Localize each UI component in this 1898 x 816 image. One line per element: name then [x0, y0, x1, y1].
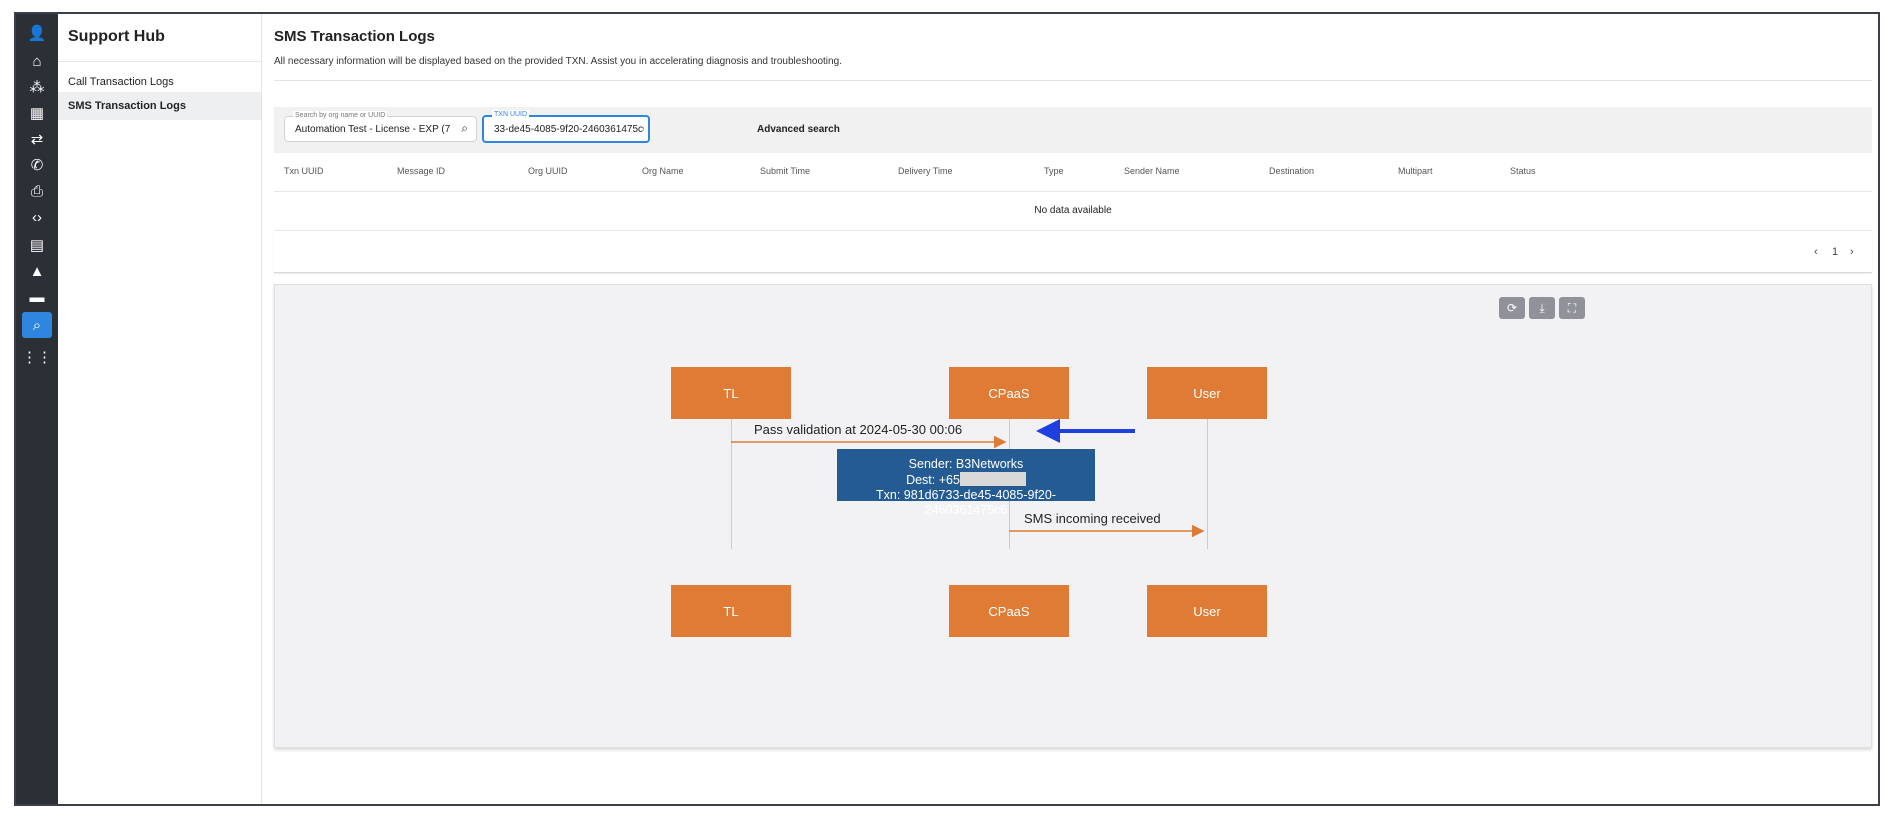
- download-icon[interactable]: ⤓: [1529, 297, 1555, 319]
- transfer-icon[interactable]: ⇄: [30, 130, 44, 148]
- empty-table-message: No data available: [274, 192, 1872, 231]
- print-icon[interactable]: ⎙: [30, 182, 43, 200]
- txn-uuid-label: TXN UUID: [492, 110, 530, 119]
- dashboard-icon[interactable]: ▦: [29, 104, 45, 122]
- sequence-diagram-panel: ⟳ ⤓ ⛶ TL CPaaS User TL CPaaS User Pass v…: [274, 284, 1872, 748]
- shapes-icon[interactable]: ▲: [29, 262, 45, 280]
- note-txn: Txn: 981d6733-de45-4085-9f20-2460361475c…: [876, 488, 1056, 517]
- note-destination: Dest: +65: [837, 472, 1095, 488]
- sidebar-divider: [58, 61, 261, 62]
- org-icon[interactable]: ⁂: [29, 78, 45, 96]
- phone-icon[interactable]: ✆: [30, 156, 44, 174]
- txn-uuid-value: 33-de45-4085-9f20-2460361475c6: [494, 124, 644, 135]
- apps-icon[interactable]: ⋮⋮: [22, 348, 52, 366]
- user-icon[interactable]: 👤: [27, 24, 47, 42]
- search-doc-icon[interactable]: ⌕: [22, 312, 52, 338]
- org-search-input[interactable]: Search by org name or UUID Automation Te…: [284, 111, 477, 142]
- column-delivery-time[interactable]: Delivery Time: [898, 166, 953, 176]
- column-submit-time[interactable]: Submit Time: [760, 166, 811, 176]
- app-window: 👤 ⌂ ⁂ ▦ ⇄ ✆ ⎙ ‹› ▤ ▲ ▬ ⌕ ⋮⋮ Support Hub …: [14, 12, 1880, 806]
- org-search-label: Search by org name or UUID: [293, 111, 388, 120]
- page-description: All necessary information will be displa…: [274, 56, 842, 67]
- icon-rail: 👤 ⌂ ⁂ ▦ ⇄ ✆ ⎙ ‹› ▤ ▲ ▬ ⌕ ⋮⋮: [16, 14, 58, 804]
- actor-user-bottom[interactable]: User: [1147, 585, 1267, 637]
- org-search-value: Automation Test - License - EXP (7eb6c: [295, 124, 450, 135]
- note-sender: Sender: B3Networks: [908, 457, 1024, 471]
- code-icon[interactable]: ‹›: [32, 208, 42, 226]
- message-label-validation: Pass validation at 2024-05-30 00:06: [754, 422, 963, 437]
- pagination-bar: [274, 232, 1872, 273]
- actor-cpaas-bottom[interactable]: CPaaS: [949, 585, 1069, 637]
- refresh-icon[interactable]: ⟳: [1499, 297, 1525, 319]
- column-multipart[interactable]: Multipart: [1398, 166, 1433, 176]
- page-number[interactable]: 1: [1832, 246, 1839, 258]
- actor-tl-bottom[interactable]: TL: [671, 585, 791, 637]
- lifeline-user: [1207, 419, 1208, 549]
- sidebar-item-sms-logs[interactable]: SMS Transaction Logs: [58, 92, 261, 120]
- column-org-uuid[interactable]: Org UUID: [528, 166, 568, 176]
- home-icon[interactable]: ⌂: [32, 52, 42, 70]
- txn-uuid-input[interactable]: TXN UUID 33-de45-4085-9f20-2460361475c6: [482, 110, 650, 143]
- search-icon[interactable]: ⌕: [461, 121, 468, 135]
- column-destination[interactable]: Destination: [1269, 166, 1315, 176]
- message-label-sms-received: SMS incoming received: [1024, 511, 1161, 526]
- actor-tl-top[interactable]: TL: [671, 367, 791, 419]
- column-type[interactable]: Type: [1044, 166, 1064, 176]
- column-message-id[interactable]: Message ID: [397, 166, 446, 176]
- main-content: SMS Transaction Logs All necessary infor…: [274, 14, 1872, 804]
- redacted-block: [959, 472, 1026, 486]
- column-org-name[interactable]: Org Name: [642, 166, 684, 176]
- prev-page-button[interactable]: ‹: [1814, 246, 1818, 258]
- sidebar: Support Hub Call Transaction Logs SMS Tr…: [58, 14, 262, 804]
- search-bar: Search by org name or UUID Automation Te…: [274, 107, 1872, 153]
- column-sender-name[interactable]: Sender Name: [1124, 166, 1180, 176]
- lifeline-tl: [731, 419, 732, 549]
- column-status[interactable]: Status: [1510, 166, 1536, 176]
- next-page-button[interactable]: ›: [1850, 246, 1854, 258]
- sequence-arrows: [731, 419, 1205, 538]
- fullscreen-icon[interactable]: ⛶: [1559, 297, 1585, 319]
- transaction-note: Sender: B3Networks Dest: +65 Txn: 981d67…: [837, 449, 1095, 517]
- table-header: Txn UUID Message ID Org UUID Org Name Su…: [274, 153, 1872, 192]
- page-title: SMS Transaction Logs: [274, 28, 435, 45]
- advanced-search-button[interactable]: Advanced search: [757, 124, 840, 135]
- sidebar-title: Support Hub: [68, 28, 165, 45]
- contacts-icon[interactable]: ▤: [29, 236, 45, 254]
- store-icon[interactable]: ▬: [29, 288, 45, 306]
- actor-cpaas-top[interactable]: CPaaS: [949, 367, 1069, 419]
- column-txn-uuid[interactable]: Txn UUID: [284, 166, 324, 176]
- actor-user-top[interactable]: User: [1147, 367, 1267, 419]
- sidebar-item-call-logs[interactable]: Call Transaction Logs: [68, 76, 174, 88]
- title-divider: [274, 80, 1872, 81]
